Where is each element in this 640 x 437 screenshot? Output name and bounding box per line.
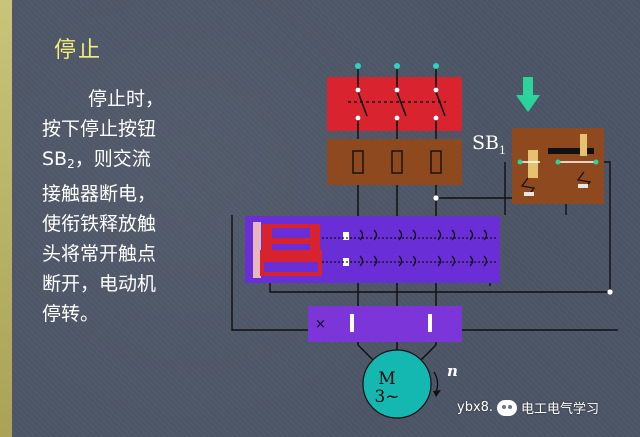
thermal-relay — [308, 306, 462, 342]
terminal-dots — [355, 63, 439, 69]
left-accent-bar — [0, 0, 12, 437]
fuses — [352, 150, 442, 174]
svg-text:×: × — [315, 317, 326, 332]
contactor-contacts — [322, 229, 498, 267]
pushbutton-label: SB1 — [472, 132, 506, 157]
text-line-7: 断开，电动机 — [42, 273, 157, 295]
press-arrow-icon — [516, 77, 540, 112]
sb1-subscript: 1 — [498, 143, 506, 157]
watermark-left: ybx8. — [457, 400, 494, 415]
breaker-contacts — [355, 87, 439, 121]
junction-dot — [607, 289, 613, 295]
slide-title: 停止 — [54, 38, 103, 63]
motor-label-m: M — [378, 369, 396, 389]
sb2-subscript: 2 — [67, 157, 75, 171]
text-line-5: 使衔铁释放触 — [42, 213, 157, 235]
text-line-4: 接触器断电， — [42, 183, 157, 205]
thermal-relay-internals: × — [315, 314, 432, 332]
motor-label-phase: 3~ — [374, 387, 400, 407]
pushbutton-box — [512, 128, 604, 204]
watermark: ybx8. 电工电气学习 — [457, 398, 599, 417]
circuit-breaker — [327, 77, 462, 131]
fuse-block — [327, 139, 462, 185]
explanation-text: 停止时， 按下停止按钮 SB2，则交流 接触器断电， 使衔铁释放触 头将常开触点… — [42, 84, 212, 329]
wechat-logo-icon — [497, 399, 518, 416]
breaker-switches — [348, 77, 446, 131]
contactor-coil — [253, 222, 322, 278]
sb2-text: SB — [42, 148, 68, 170]
pushbutton-internals — [517, 134, 599, 197]
rotation-arrow-icon — [433, 371, 439, 393]
junction-dot — [433, 195, 439, 201]
motor-symbol — [362, 349, 432, 419]
text-line-8: 停转。 — [42, 303, 100, 325]
text-line-3: SB2，则交流 — [42, 144, 212, 179]
rotation-arrowhead-icon — [433, 390, 441, 397]
motor-label: M 3~ — [362, 370, 412, 406]
text-line-3-rest: ，则交流 — [74, 148, 151, 170]
text-line-6: 头将常开触点 — [42, 243, 157, 265]
text-line-1: 停止时， — [88, 88, 165, 110]
rotation-label: n — [447, 362, 458, 380]
text-line-2: 按下停止按钮 — [42, 118, 157, 140]
watermark-right: 电工电气学习 — [521, 402, 600, 417]
sb1-text: SB — [472, 132, 499, 154]
